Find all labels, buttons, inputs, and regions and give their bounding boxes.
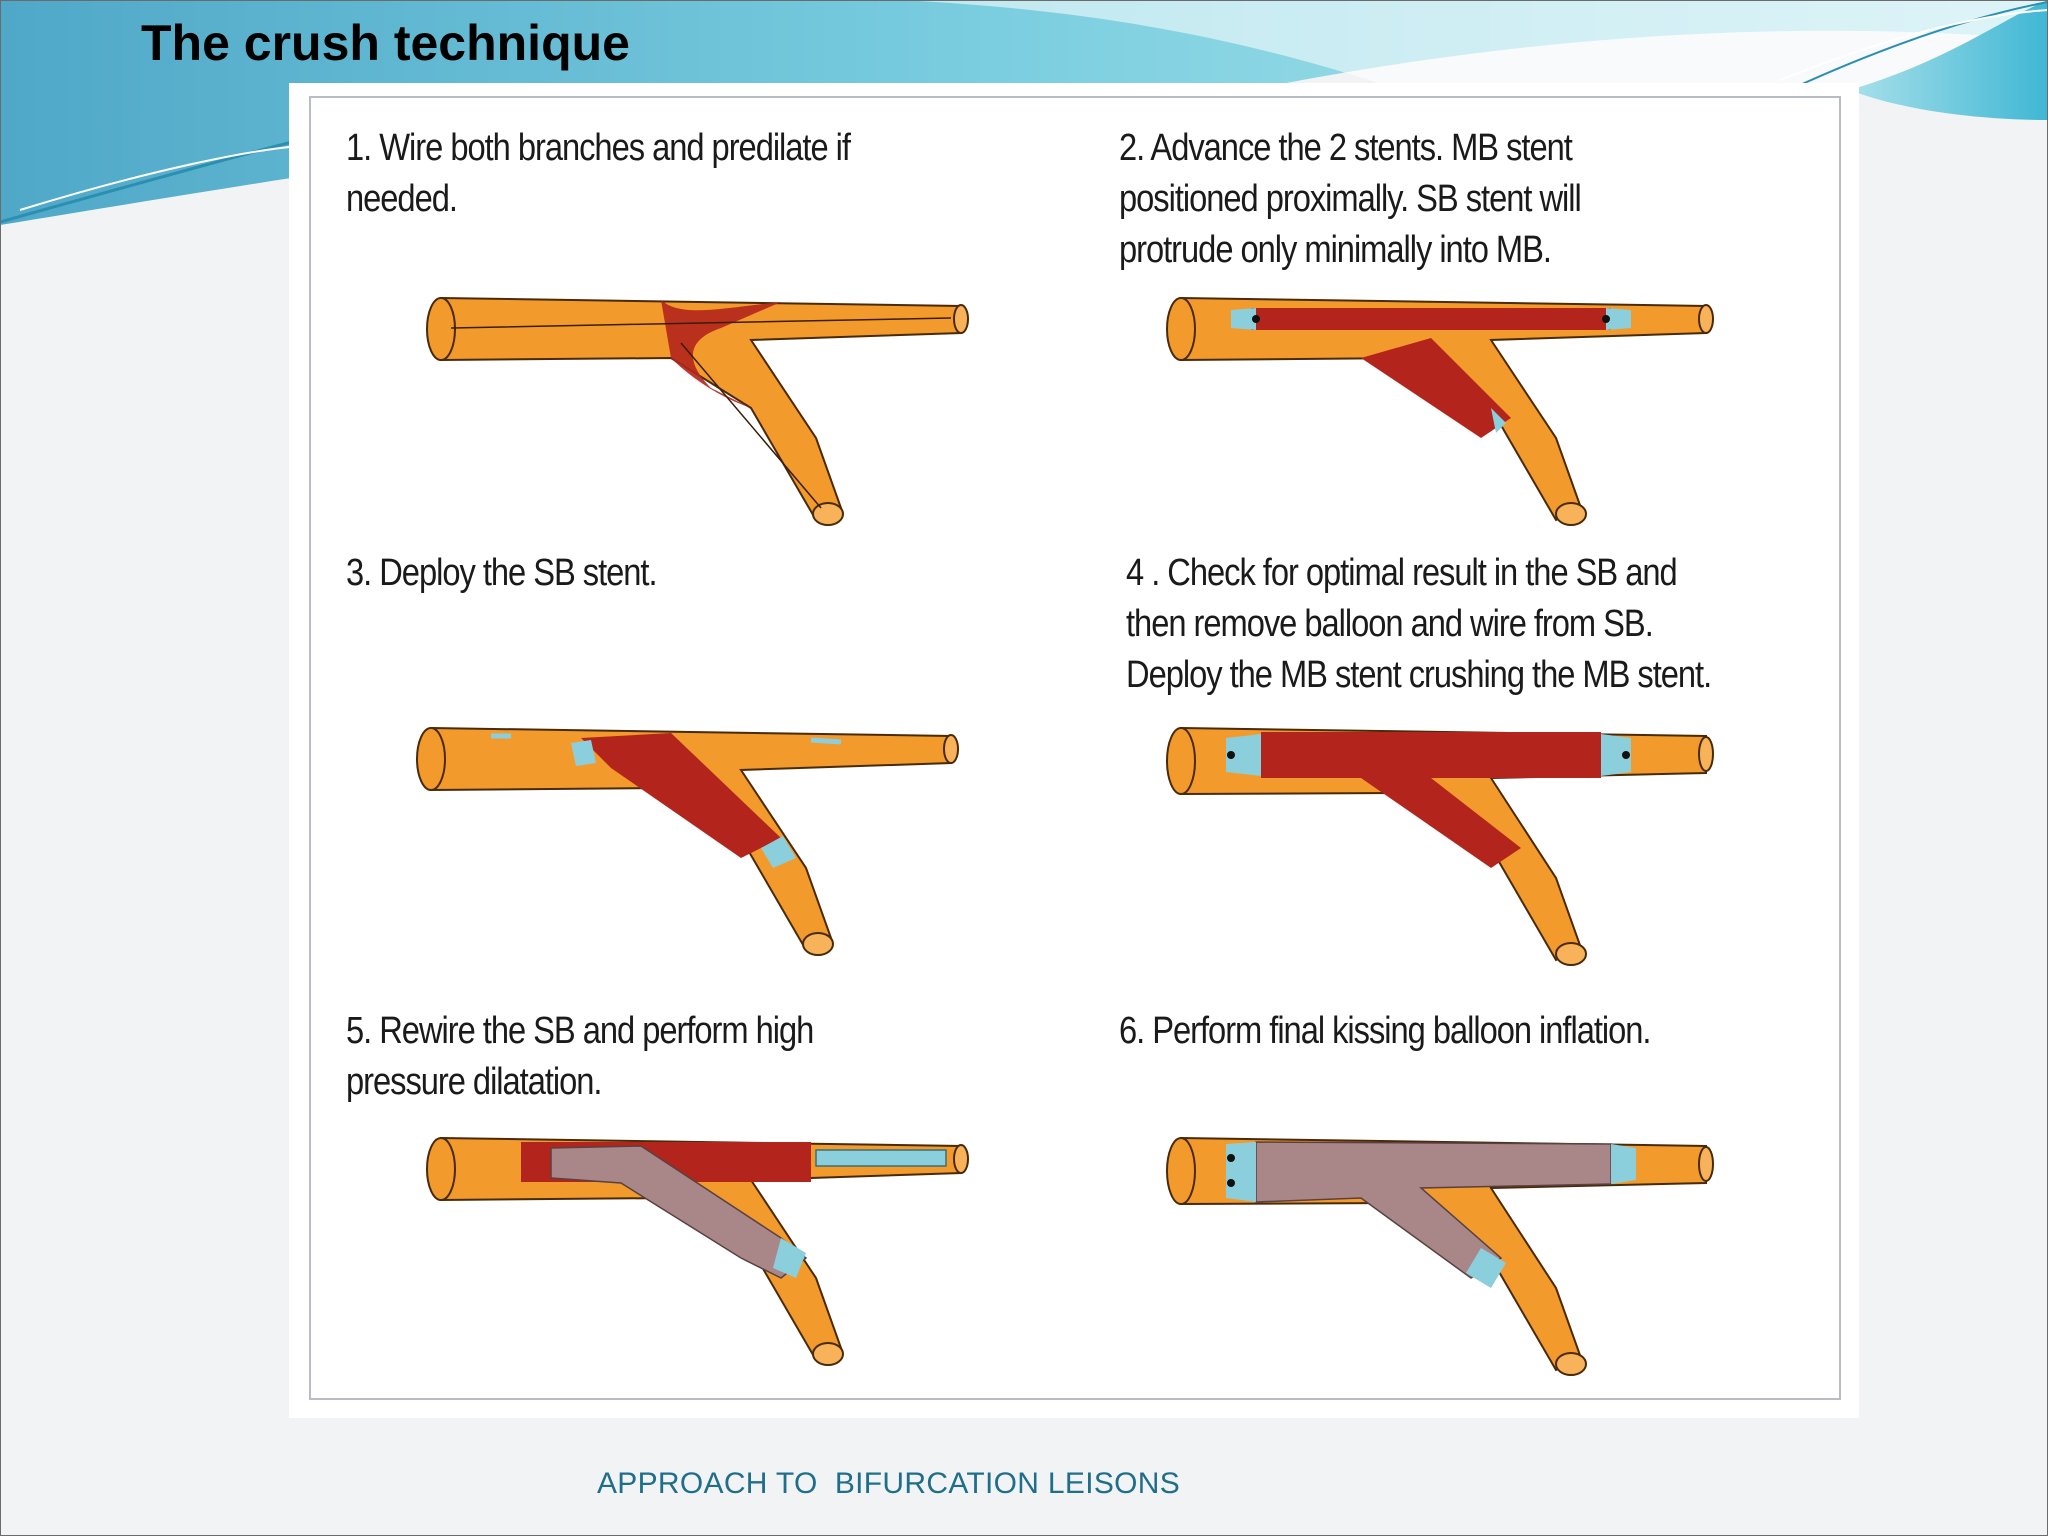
step-2-caption: 2. Advance the 2 stents. MB stent positi… bbox=[1119, 123, 1582, 276]
step-4-line-2: then remove balloon and wire from SB. bbox=[1126, 603, 1654, 645]
slide-title: The crush technique bbox=[141, 15, 630, 71]
step-2-line-1: 2. Advance the 2 stents. MB stent bbox=[1119, 127, 1573, 169]
step-6-caption: 6. Perform final kissing balloon inflati… bbox=[1119, 1006, 1651, 1057]
figure-frame: 1. Wire both branches and predilate if n… bbox=[289, 83, 1859, 1418]
step-1-caption: 1. Wire both branches and predilate if n… bbox=[346, 123, 851, 225]
step-3-caption: 3. Deploy the SB stent. bbox=[346, 548, 658, 599]
step-4-line-1: 4 . Check for optimal result in the SB a… bbox=[1126, 552, 1678, 594]
step-4-vessel-diagram bbox=[1166, 726, 1714, 966]
step-4-line-3: Deploy the MB stent crushing the MB sten… bbox=[1126, 654, 1712, 696]
step-6-vessel-diagram bbox=[1166, 1136, 1714, 1376]
step-2-line-2: positioned proximally. SB stent will bbox=[1119, 178, 1582, 220]
step-2-line-3: protrude only minimally into MB. bbox=[1119, 229, 1552, 271]
step-5-line-1: 5. Rewire the SB and perform high bbox=[346, 1010, 814, 1052]
step-4-caption: 4 . Check for optimal result in the SB a… bbox=[1126, 548, 1712, 701]
step-1-vessel-diagram bbox=[426, 296, 969, 526]
step-1-line-1: 1. Wire both branches and predilate if bbox=[346, 127, 851, 169]
step-5-line-2: pressure dilatation. bbox=[346, 1061, 603, 1103]
step-6-line-1: 6. Perform final kissing balloon inflati… bbox=[1119, 1010, 1651, 1052]
step-5-caption: 5. Rewire the SB and perform high pressu… bbox=[346, 1006, 814, 1108]
step-1-line-2: needed. bbox=[346, 178, 458, 220]
crush-technique-figure: 1. Wire both branches and predilate if n… bbox=[309, 96, 1841, 1400]
step-3-vessel-diagram bbox=[416, 726, 959, 956]
step-2-vessel-diagram bbox=[1166, 296, 1714, 526]
slide-footer: APPROACH TO BIFURCATION LEISONS bbox=[597, 1467, 1181, 1500]
step-3-line-1: 3. Deploy the SB stent. bbox=[346, 552, 658, 594]
step-5-vessel-diagram bbox=[426, 1136, 969, 1366]
